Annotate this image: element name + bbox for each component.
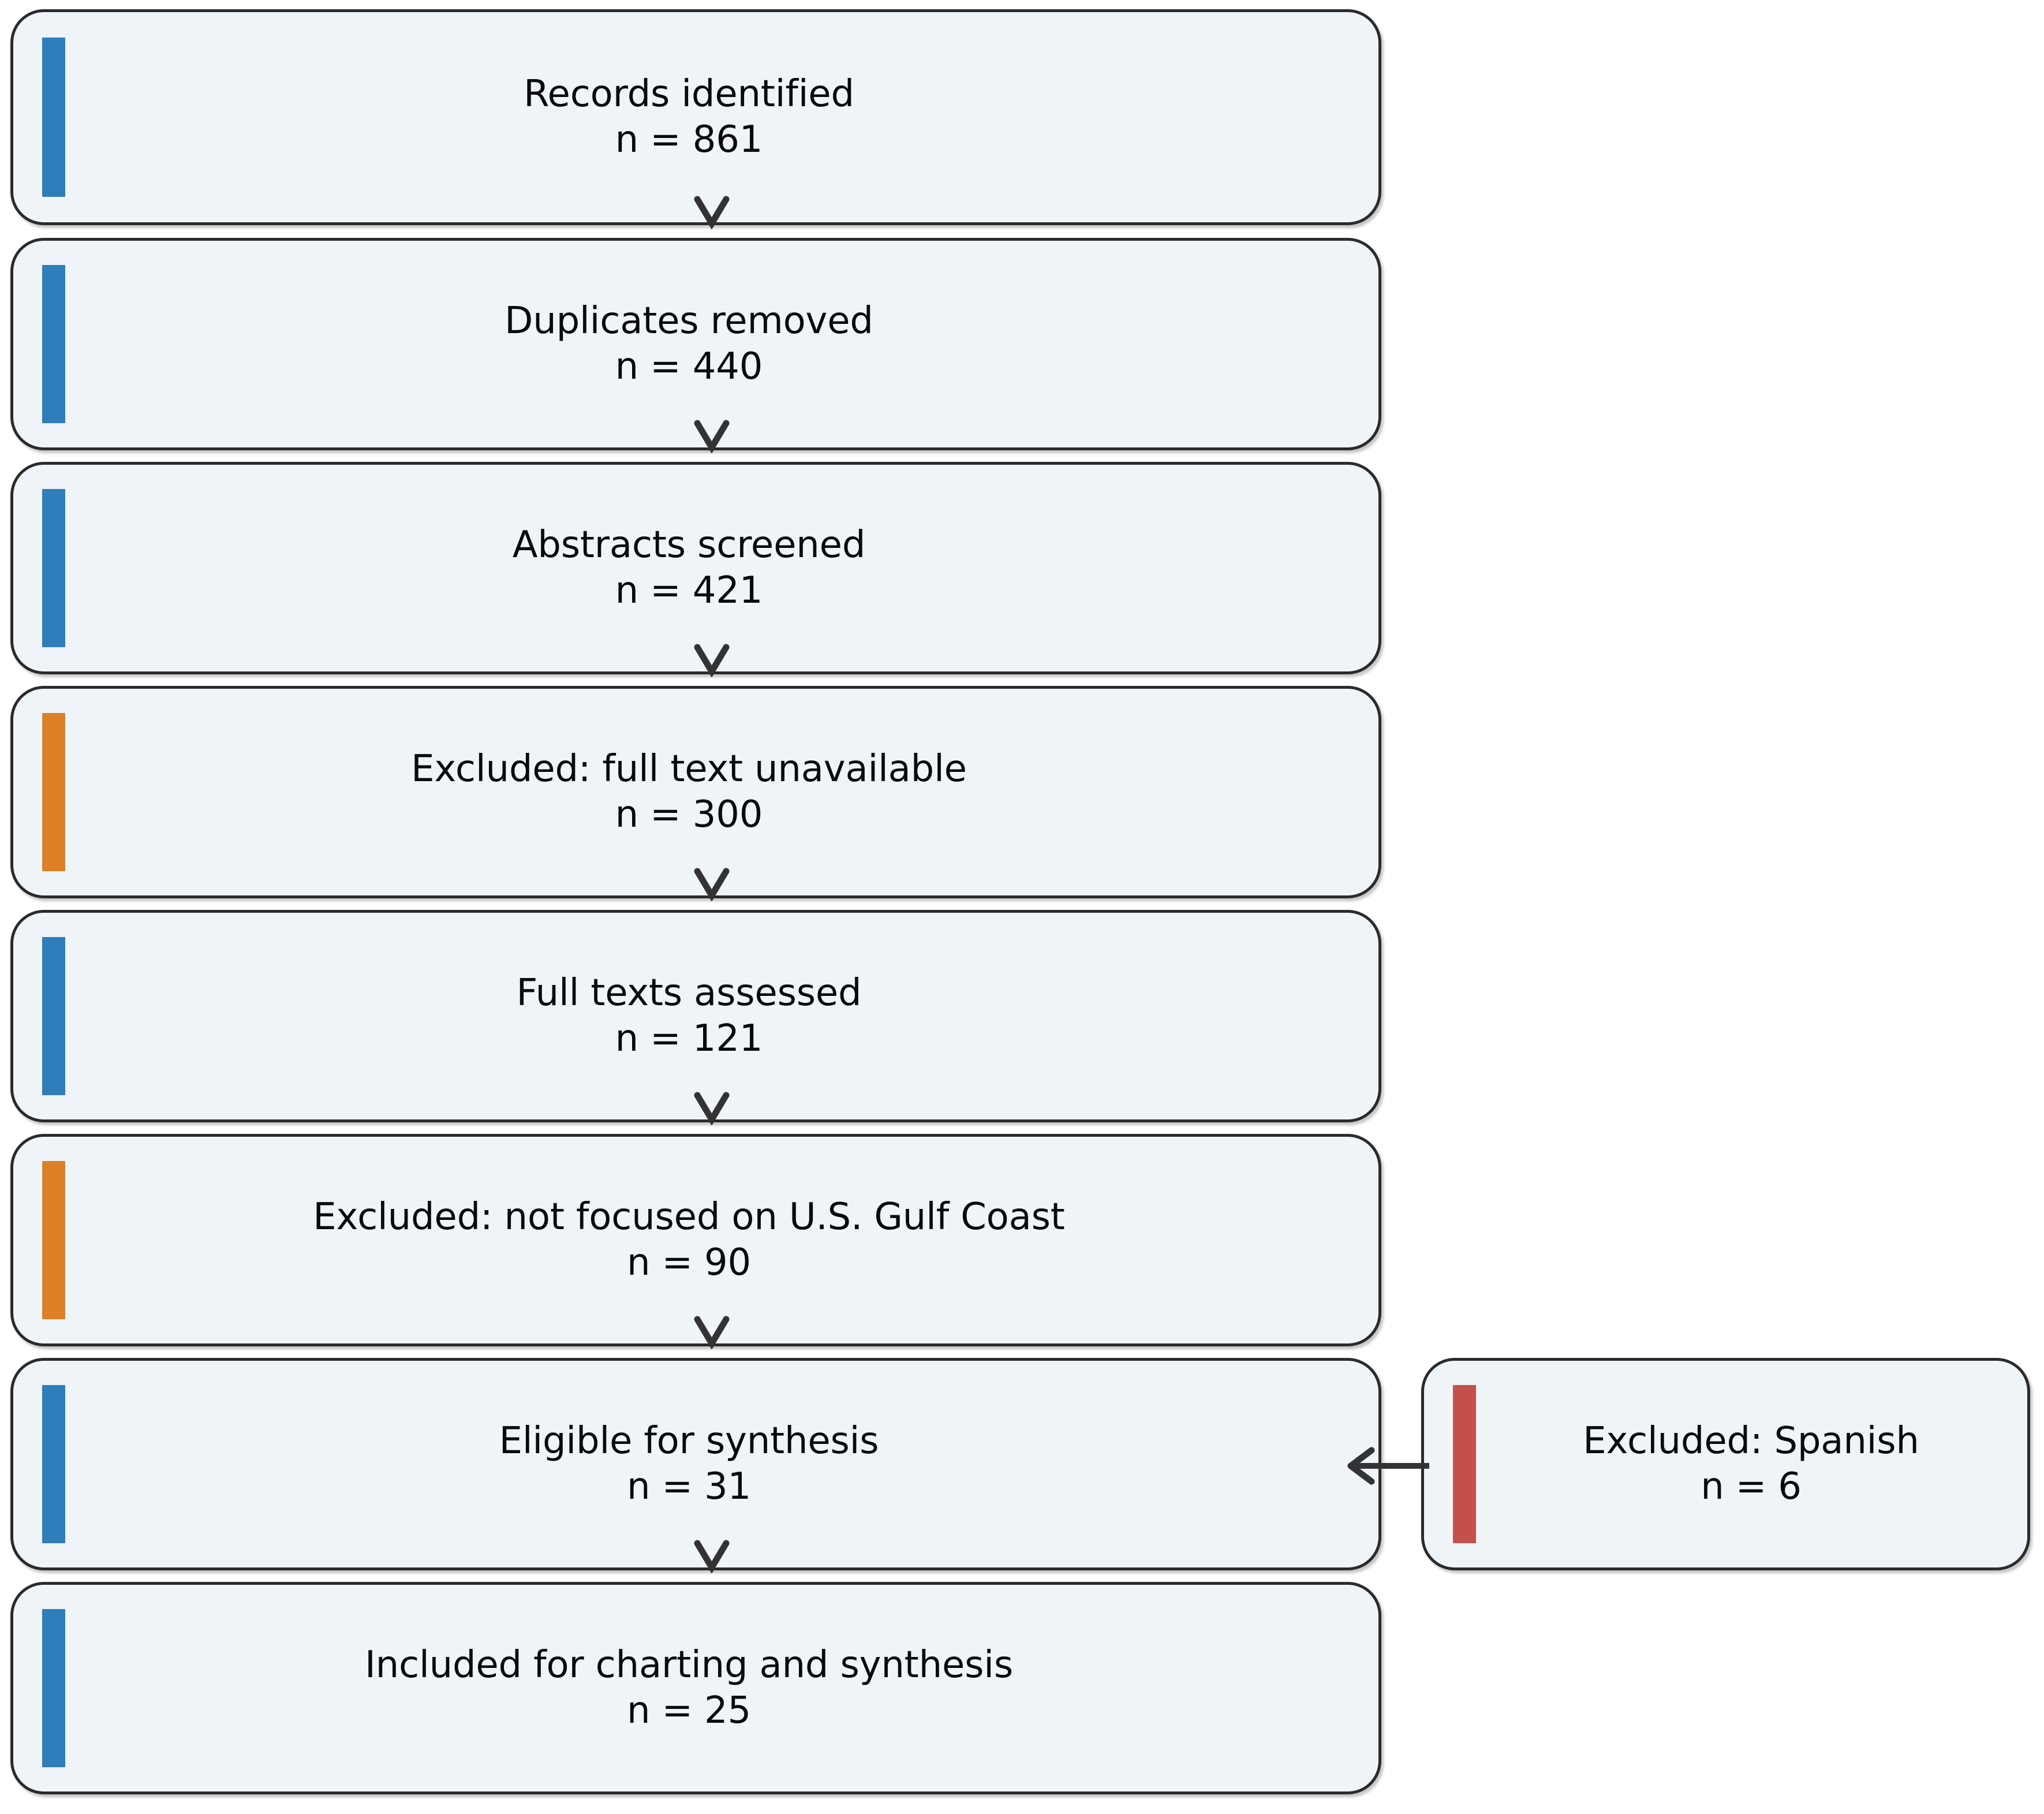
flow-node-text: Excluded: full text unavailable n = 300 — [6, 746, 1372, 837]
flow-node-label: Excluded: not focused on U.S. Gulf Coast — [313, 1196, 1065, 1239]
flow-node-text: Duplicates removed n = 440 — [6, 298, 1372, 389]
flow-node-text: Abstracts screened n = 421 — [6, 522, 1372, 613]
accent-bar-blue — [42, 489, 65, 647]
flow-node-text: Included for charting and synthesis n = … — [6, 1643, 1372, 1733]
flow-node-excluded-spanish[interactable]: Excluded: Spanish n = 6 — [1421, 1358, 2030, 1570]
flow-node-records-identified[interactable]: Records identified n = 861 — [10, 9, 1381, 225]
flow-node-label: Eligible for synthesis — [499, 1420, 879, 1463]
flow-node-label: Excluded: Spanish — [1583, 1420, 1919, 1463]
flow-node-included-for-charting[interactable]: Included for charting and synthesis n = … — [10, 1582, 1381, 1794]
flow-node-duplicates-removed[interactable]: Duplicates removed n = 440 — [10, 238, 1381, 450]
accent-bar-blue — [42, 1385, 65, 1543]
flow-node-label: Excluded: full text unavailable — [411, 748, 967, 791]
flow-node-count: n = 90 — [626, 1241, 752, 1284]
accent-bar-blue — [42, 1609, 65, 1767]
flow-node-full-texts-assessed[interactable]: Full texts assessed n = 121 — [10, 910, 1381, 1122]
flow-node-count: n = 121 — [615, 1017, 763, 1060]
flow-node-eligible-for-synthesis[interactable]: Eligible for synthesis n = 31 — [10, 1358, 1381, 1570]
flow-node-count: n = 300 — [615, 793, 763, 836]
flow-node-text: Eligible for synthesis n = 31 — [6, 1419, 1372, 1509]
flow-node-count: n = 25 — [626, 1689, 752, 1732]
flow-node-text: Excluded: not focused on U.S. Gulf Coast… — [6, 1195, 1372, 1285]
flow-node-label: Included for charting and synthesis — [364, 1644, 1013, 1687]
flow-node-label: Abstracts screened — [512, 524, 866, 567]
flow-node-abstracts-screened[interactable]: Abstracts screened n = 421 — [10, 462, 1381, 674]
accent-bar-blue — [42, 38, 65, 197]
flow-node-count: n = 31 — [626, 1465, 752, 1508]
flow-node-text: Full texts assessed n = 121 — [6, 971, 1372, 1061]
flow-node-count: n = 421 — [615, 569, 763, 612]
flow-node-count: n = 861 — [615, 118, 763, 161]
accent-bar-blue — [42, 937, 65, 1095]
flow-node-excluded-not-gulf-coast[interactable]: Excluded: not focused on U.S. Gulf Coast… — [10, 1134, 1381, 1346]
flow-node-count: n = 440 — [615, 345, 763, 388]
accent-bar-orange — [42, 713, 65, 871]
flow-node-count: n = 6 — [1701, 1465, 1802, 1508]
flow-node-text: Excluded: Spanish n = 6 — [1449, 1419, 2044, 1509]
flow-node-label: Full texts assessed — [516, 972, 862, 1015]
accent-bar-red — [1453, 1385, 1476, 1543]
accent-bar-blue — [42, 265, 65, 423]
flow-node-label: Duplicates removed — [505, 300, 873, 343]
flow-node-excluded-full-text-unavailable[interactable]: Excluded: full text unavailable n = 300 — [10, 686, 1381, 898]
flow-node-text: Records identified n = 861 — [6, 72, 1372, 162]
flow-node-label: Records identified — [524, 73, 854, 116]
accent-bar-orange — [42, 1161, 65, 1319]
